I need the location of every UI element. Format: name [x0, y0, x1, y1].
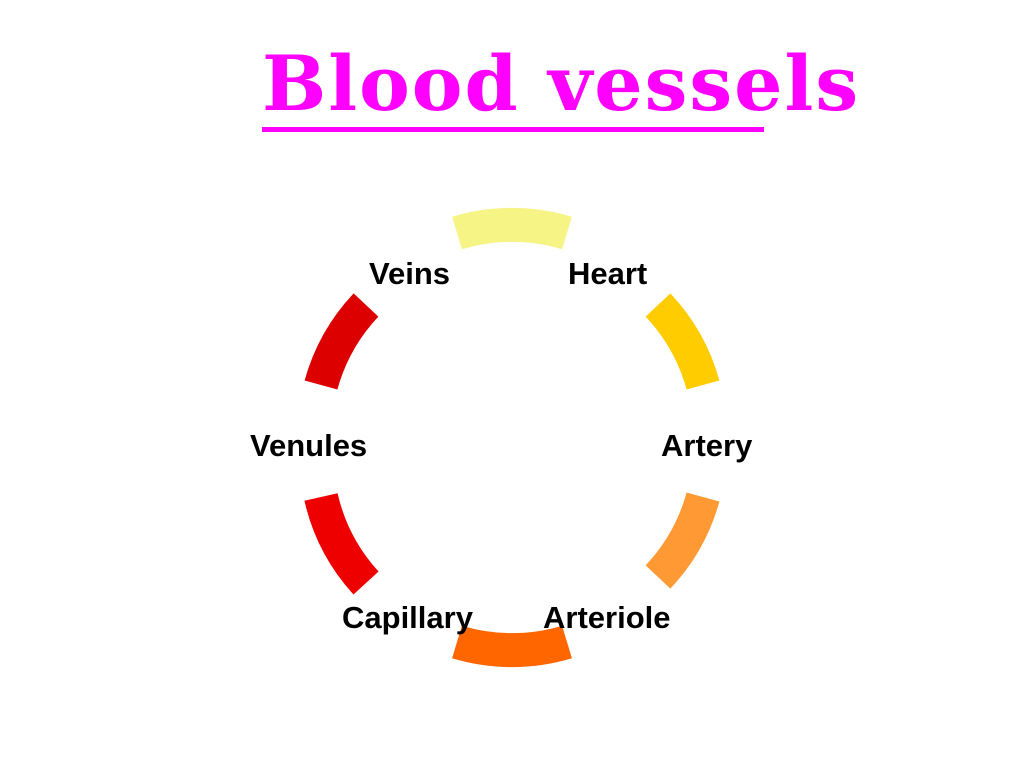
node-label-arteriole: Arteriole	[543, 600, 671, 635]
cycle-segment-bottom	[452, 625, 572, 668]
node-label-capillary: Capillary	[342, 600, 473, 635]
cycle-segment-lower-right	[645, 492, 720, 589]
cycle-segment-lower-left	[304, 492, 379, 595]
node-label-veins: Veins	[369, 256, 450, 291]
cycle-segment-upper-right	[645, 293, 720, 390]
cycle-segment-top	[452, 207, 572, 250]
cycle-segment-upper-left	[304, 293, 379, 390]
title-underline	[262, 127, 764, 132]
node-label-artery: Artery	[661, 428, 753, 463]
slide-title: Blood vessels	[262, 39, 861, 128]
node-label-heart: Heart	[568, 256, 648, 291]
node-label-venules: Venules	[250, 428, 368, 463]
